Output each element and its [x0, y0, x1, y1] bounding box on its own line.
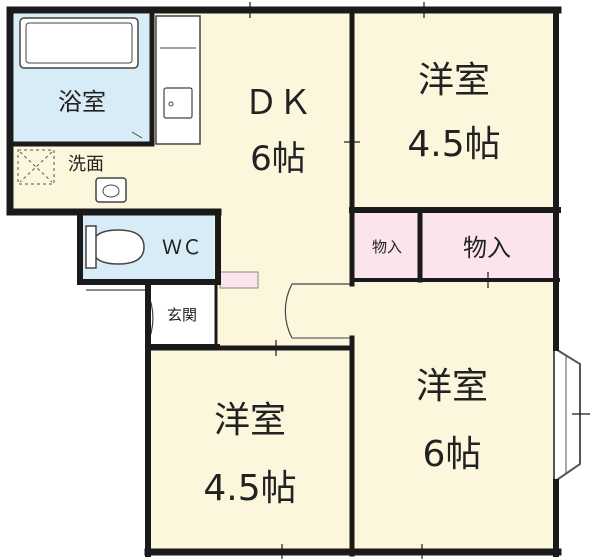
room-sw-floor — [150, 348, 354, 550]
entrance-floor — [150, 284, 216, 346]
room-sw-name-label: 洋室 — [214, 400, 286, 441]
dk-door-swing — [284, 283, 350, 339]
toilet — [91, 228, 145, 266]
room-se-size-label: 6帖 — [423, 434, 482, 475]
dk-size-label: 6帖 — [250, 139, 306, 179]
entrance-door-swing — [86, 289, 154, 347]
kitchen-counter — [155, 15, 201, 145]
room-se-name-label: 洋室 — [416, 366, 488, 407]
wc-label: ＷＣ — [162, 235, 202, 259]
closet-small-label: 物入 — [372, 238, 402, 256]
bath-label: 浴室 — [58, 88, 106, 116]
entrance-step — [219, 271, 259, 289]
washroom-label: 洗面 — [68, 154, 104, 175]
dk-name-label: ＤＫ — [244, 83, 312, 123]
room-se-floor — [354, 280, 554, 550]
kitchen-sink — [163, 87, 193, 119]
entrance-label: 玄関 — [167, 306, 197, 324]
window-marks — [249, 2, 590, 559]
wash-basin — [95, 177, 127, 203]
closet-large-label: 物入 — [463, 234, 511, 262]
closet-small-floor — [354, 212, 420, 278]
bathtub — [19, 17, 139, 69]
room-ne-floor — [354, 14, 554, 210]
washing-machine-space — [17, 149, 55, 185]
room-ne-size-label: 4.5帖 — [407, 124, 500, 165]
bay-window — [553, 346, 581, 484]
walls — [6, 6, 562, 557]
room-ne-name-label: 洋室 — [418, 60, 490, 101]
closet-large-floor — [420, 212, 554, 278]
room-sw-size-label: 4.5帖 — [203, 468, 296, 509]
